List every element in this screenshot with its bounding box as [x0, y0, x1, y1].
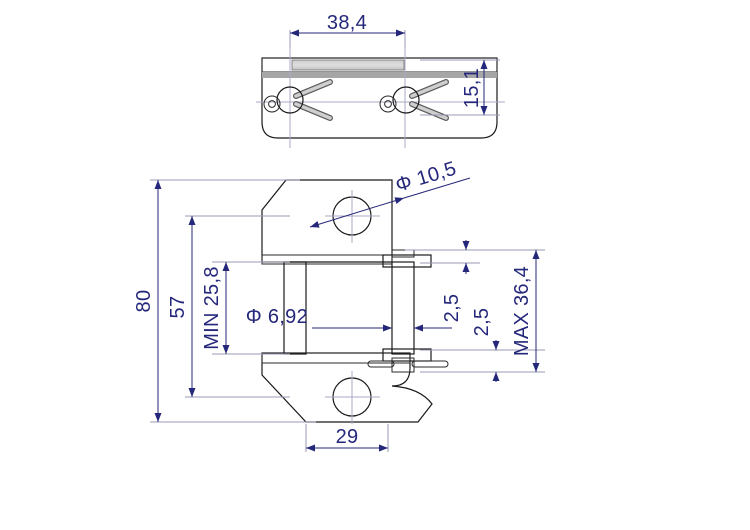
dimension-upper-washer-label: 2,5 — [441, 294, 463, 323]
top-view-body — [261, 57, 498, 139]
upper-washer — [382, 254, 432, 268]
dimension-overall-height-label: 80 — [133, 290, 155, 313]
dimension-inner-height-label: 57 — [167, 296, 189, 319]
right-pin-head — [391, 249, 415, 258]
dimension-lower-washer: 2,5 — [471, 308, 500, 382]
top-view-shade-band — [262, 72, 497, 78]
dimension-max-height: MAX 36,4 — [511, 250, 540, 372]
dimension-pin-diameter-label: Φ 6,92 — [246, 306, 308, 328]
dimension-top-height-label: 15,1 — [461, 68, 483, 108]
dimension-bottom-width: 29 — [306, 426, 388, 452]
dimension-top-width-label: 38,4 — [327, 12, 367, 34]
top-view-pin-right — [379, 79, 449, 121]
upper-plate-body — [261, 179, 393, 263]
dimension-inner-height: 57 — [167, 216, 196, 397]
right-pin-tail — [391, 357, 415, 373]
right-pin — [391, 261, 415, 355]
dimension-top-width: 38,4 — [290, 12, 405, 37]
dimension-min-gap: MIN 25,8 — [201, 262, 230, 354]
upper-plate-bottom-edge — [261, 254, 393, 265]
top-view-group: 38,4 15,1 — [256, 12, 505, 148]
dimension-overall-height: 80 — [133, 180, 162, 422]
dimension-top-height: 15,1 — [420, 59, 500, 116]
lower-plate-top-edge — [261, 352, 411, 364]
top-view-pin-left — [263, 79, 333, 121]
lower-washer — [382, 348, 432, 362]
dimension-lower-washer-label: 2,5 — [471, 308, 493, 337]
front-view-group: 80 57 MIN 25,8 Φ 10,5 Φ 6,92 2,5 — [133, 158, 545, 452]
lower-plate-body — [261, 352, 433, 423]
dimension-max-height-label: MAX 36,4 — [511, 266, 533, 356]
dimension-upper-washer: 2,5 — [441, 240, 470, 323]
dimension-min-gap-label: MIN 25,8 — [201, 266, 223, 350]
dimension-bottom-width-label: 29 — [336, 426, 359, 448]
left-pin — [283, 261, 307, 355]
dimension-upper-hole: Φ 10,5 — [309, 158, 471, 228]
cotter-pin — [367, 360, 449, 368]
top-view-recess — [291, 59, 405, 71]
dimension-pin-diameter: Φ 6,92 — [246, 306, 452, 332]
